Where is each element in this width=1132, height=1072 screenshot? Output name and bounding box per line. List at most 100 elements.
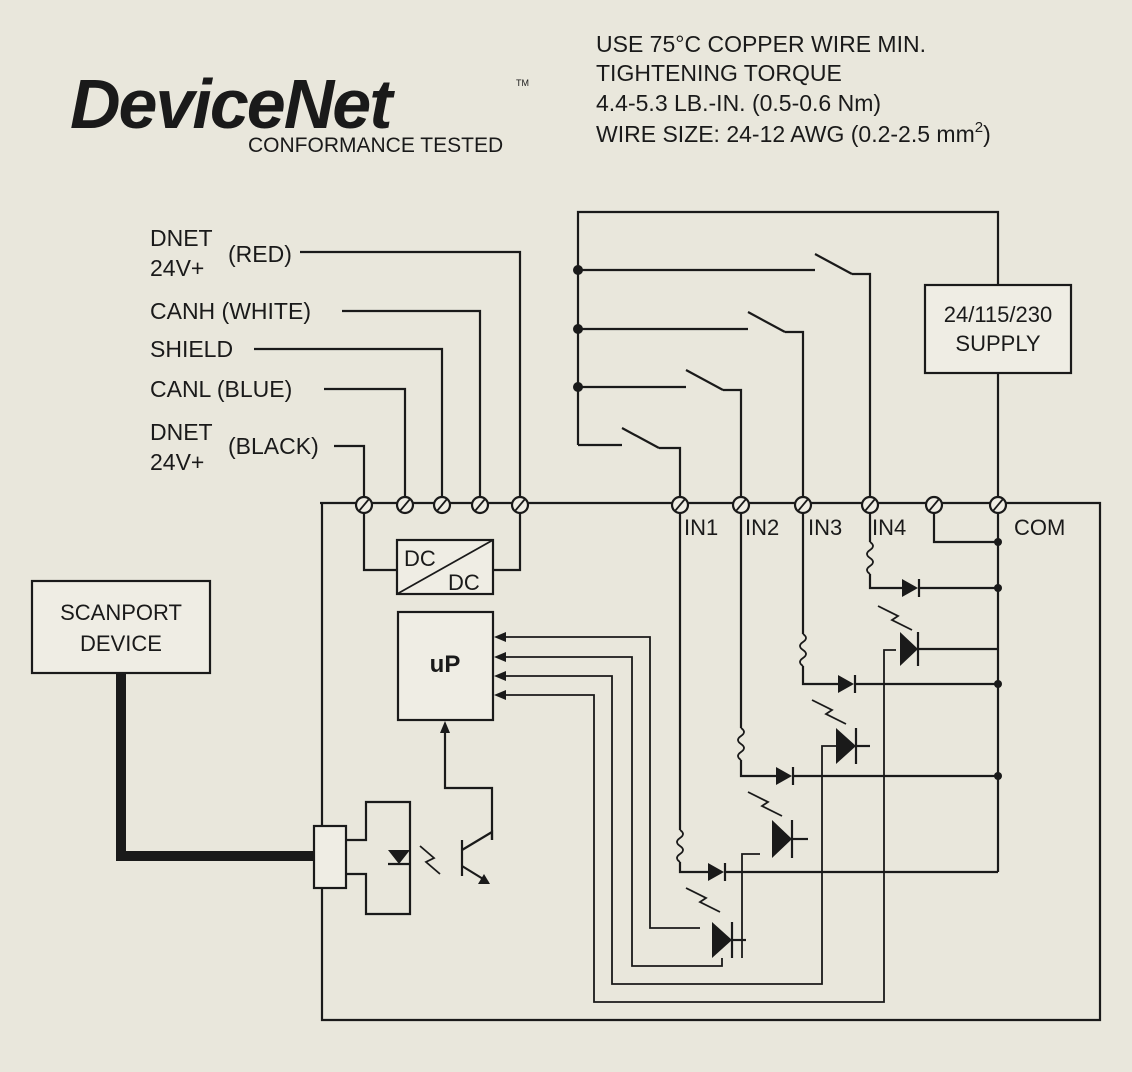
input-channels xyxy=(676,513,1002,958)
scanport-label-2: DEVICE xyxy=(80,631,162,656)
terminal-screw xyxy=(924,495,944,515)
in3-led xyxy=(838,675,854,693)
input-switches: 24/115/230 SUPPLY xyxy=(573,210,1073,497)
processor-input-arrow xyxy=(494,690,506,700)
converter-label-top: DC xyxy=(404,546,436,571)
switch-in1-out xyxy=(659,446,682,497)
scanport: SCANPORT DEVICE xyxy=(30,579,494,916)
terminal-labels: IN1 IN2 IN3 IN4 COM xyxy=(684,515,1065,540)
label-dnet-pos-1: DNET xyxy=(150,225,213,251)
switch-in4-out xyxy=(852,272,872,497)
wiring-notes: USE 75°C COPPER WIRE MIN. TIGHTENING TOR… xyxy=(596,31,991,147)
terminal-screw xyxy=(860,495,880,515)
terminal-in2-label: IN2 xyxy=(745,515,779,540)
terminal-screw xyxy=(510,495,530,515)
wire-shield xyxy=(254,347,444,498)
label-canl: CANL (BLUE) xyxy=(150,376,292,402)
terminal-in1-label: IN1 xyxy=(684,515,718,540)
in4-to-led xyxy=(868,574,902,590)
logo-brand: DeviceNet xyxy=(70,65,395,143)
note-wire-size-text: WIRE SIZE: 24-12 AWG (0.2-2.5 mm xyxy=(596,121,975,147)
label-dnet-neg-color: (BLACK) xyxy=(228,433,319,459)
spare-terminal-wire xyxy=(932,513,998,544)
supply-label-2: SUPPLY xyxy=(955,331,1041,356)
wire-dnet-pos xyxy=(300,250,522,498)
in1-to-led xyxy=(678,862,708,874)
converter-in-a xyxy=(362,513,397,572)
in2-led xyxy=(776,767,792,785)
terminal-in3-label: IN3 xyxy=(808,515,842,540)
label-dnet-pos-2: 24V+ xyxy=(150,255,204,281)
bus-line xyxy=(506,649,896,1003)
in4-light-arrow xyxy=(877,605,913,631)
scanport-transistor-arrow xyxy=(478,874,490,884)
network-labels: DNET 24V+ (RED) CANH (WHITE) SHIELD CANL… xyxy=(150,225,319,475)
bus-line xyxy=(741,853,760,958)
scanport-cable xyxy=(116,673,316,861)
processor-feedback-arrow xyxy=(440,721,450,733)
com-junction xyxy=(994,538,1002,546)
scanport-transistor-collector xyxy=(461,830,494,851)
label-dnet-neg-2: 24V+ xyxy=(150,449,204,475)
processor-box xyxy=(396,610,495,722)
com-junction xyxy=(994,584,1002,592)
processor-input-arrow xyxy=(494,652,506,662)
scanport-device-box xyxy=(30,579,212,675)
com-junction xyxy=(994,680,1002,688)
bus-line xyxy=(506,675,836,985)
terminal-in4-label: IN4 xyxy=(872,515,906,540)
in4-resistor xyxy=(866,541,874,575)
converter-label-bottom: DC xyxy=(448,570,480,595)
in2-light-arrow xyxy=(747,791,783,817)
switch-in2-out xyxy=(723,388,743,497)
processor-input-arrow xyxy=(494,671,506,681)
scanport-led xyxy=(388,850,410,864)
in2-to-led xyxy=(739,760,776,778)
bus-line xyxy=(506,636,700,929)
in4-led xyxy=(902,579,918,597)
converter-in-b xyxy=(493,513,522,572)
in3-phototransistor xyxy=(836,728,856,764)
processor-input-arrow xyxy=(494,632,506,642)
dc-dc-converter: DC DC xyxy=(362,513,522,596)
label-dnet-pos-color: (RED) xyxy=(228,241,292,267)
wire-canl xyxy=(324,387,407,498)
label-canh: CANH (WHITE) xyxy=(150,298,311,324)
note-wire-type: USE 75°C COPPER WIRE MIN. xyxy=(596,31,926,57)
terminal-screw xyxy=(395,495,415,515)
terminal-com-label: COM xyxy=(1014,515,1065,540)
logo-trademark: TM xyxy=(516,78,529,88)
in3-resistor xyxy=(799,633,807,667)
terminal-screw xyxy=(670,495,690,515)
note-torque-title: TIGHTENING TORQUE xyxy=(596,60,842,86)
terminal-screw xyxy=(731,495,751,515)
logo-tagline: CONFORMANCE TESTED xyxy=(248,134,503,157)
com-junction xyxy=(994,772,1002,780)
signal-bus xyxy=(506,636,896,1003)
note-torque-value: 4.4-5.3 LB.-IN. (0.5-0.6 Nm) xyxy=(596,90,881,116)
supply-box xyxy=(923,283,1073,375)
in1-light-arrow xyxy=(685,887,721,913)
terminal-screw xyxy=(988,495,1008,515)
scanport-connector xyxy=(312,824,348,890)
scanport-light-arrow xyxy=(419,845,441,875)
bus-line xyxy=(506,656,723,967)
scanport-label-1: SCANPORT xyxy=(60,600,182,625)
in4-phototransistor xyxy=(900,632,918,666)
label-dnet-neg-1: DNET xyxy=(150,419,213,445)
in2-resistor xyxy=(737,727,745,761)
terminal-screw xyxy=(354,495,374,515)
processor-feedback-wire xyxy=(443,733,494,840)
in3-light-arrow xyxy=(811,699,847,725)
switch-in1-blade xyxy=(621,427,660,449)
note-wire-size: WIRE SIZE: 24-12 AWG (0.2-2.5 mm2) xyxy=(596,119,991,147)
in1-phototransistor xyxy=(712,922,732,958)
microprocessor: uP xyxy=(396,610,506,840)
in1-resistor xyxy=(676,829,684,863)
processor-label: uP xyxy=(430,651,461,678)
switch-in4-blade xyxy=(814,253,853,275)
terminal-screw xyxy=(470,495,490,515)
scanport-isolator xyxy=(346,800,412,916)
